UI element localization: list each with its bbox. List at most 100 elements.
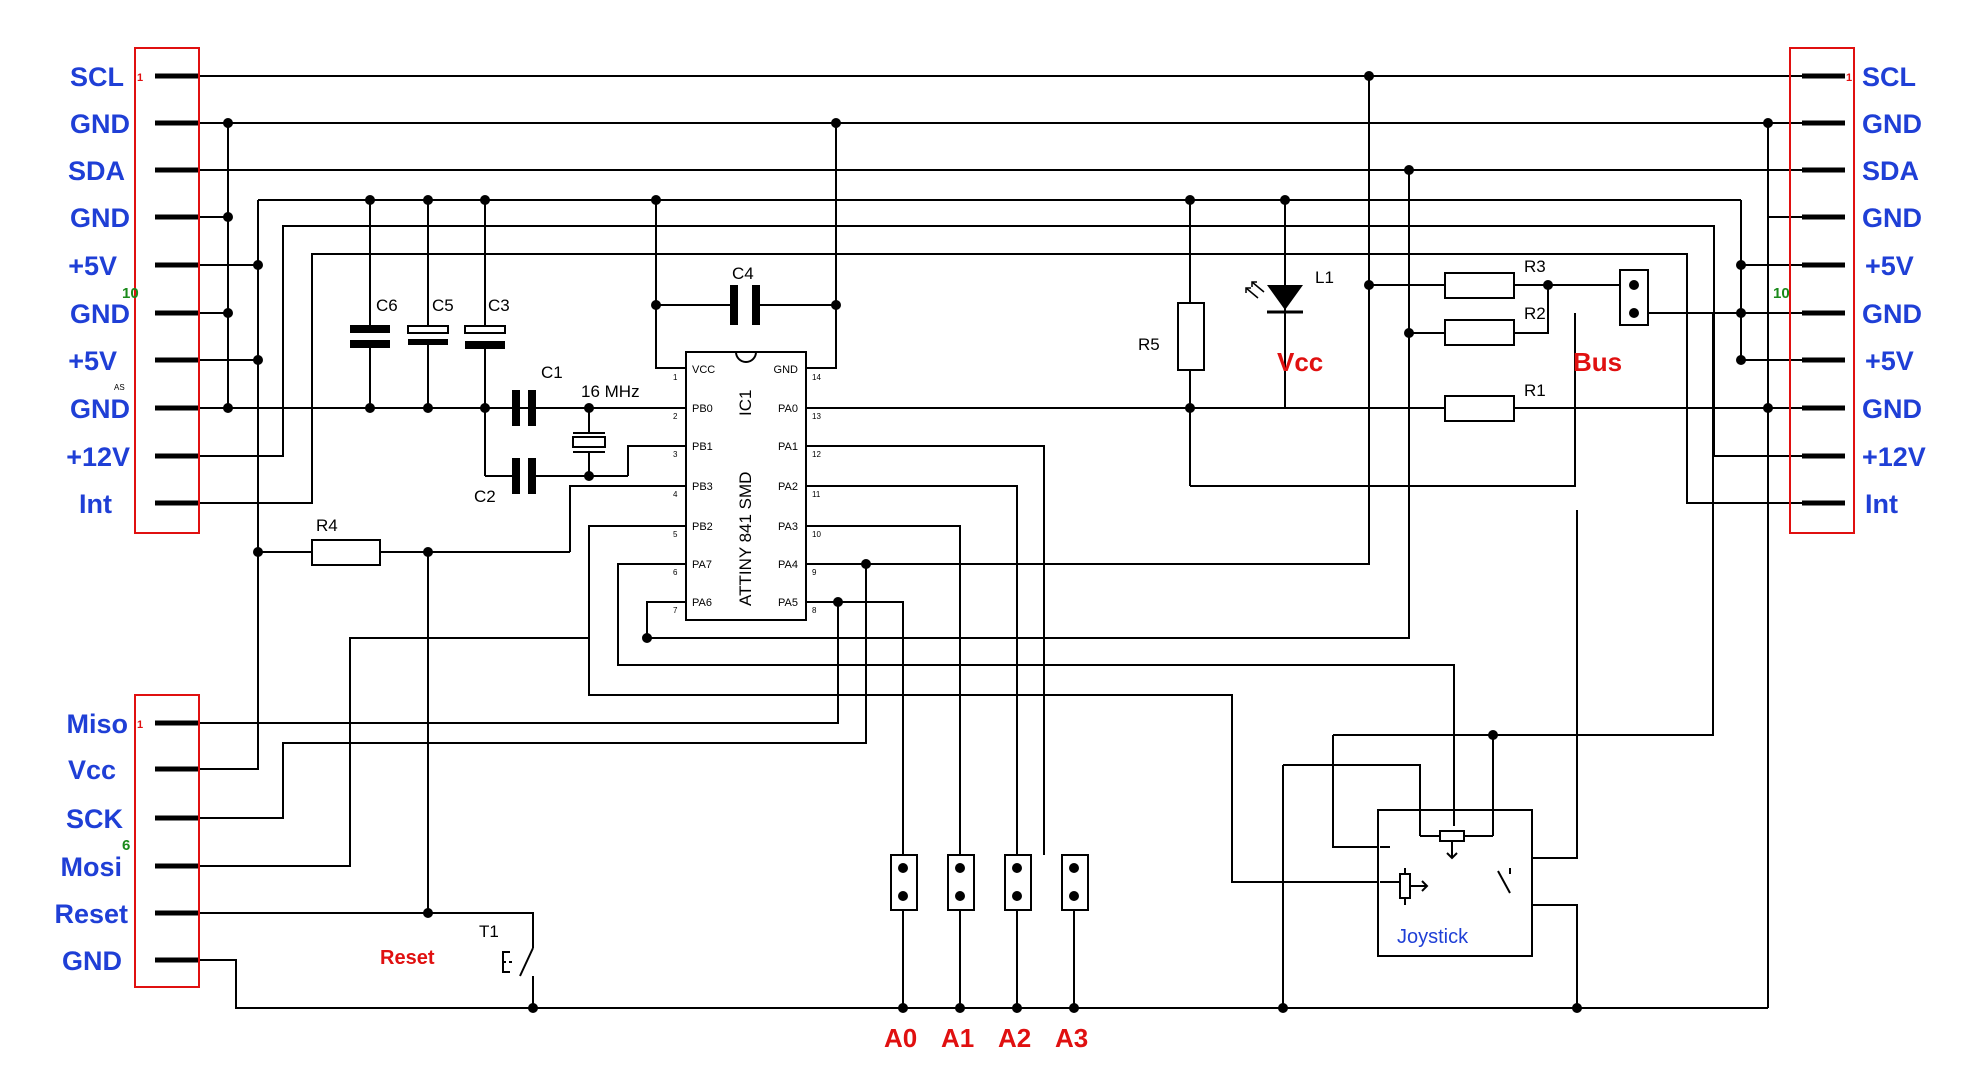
- ic-pin-number: 3: [673, 450, 678, 459]
- ic-pin-number: 10: [812, 530, 821, 539]
- connector-label: +12V: [1862, 442, 1926, 472]
- jumper-a0: [890, 854, 918, 911]
- resistor-r1: R1: [1444, 381, 1546, 422]
- connector-mark: AS: [114, 383, 125, 392]
- connector-label: +5V: [68, 251, 117, 281]
- pin-number-last: 10: [122, 285, 139, 302]
- pin-number-first: 1: [1846, 72, 1852, 84]
- connector-right-top: 1 10 SCL GND SDA GND +5V GND +5V GND +12…: [1773, 47, 1926, 534]
- ic-pin-name: PB2: [692, 521, 713, 533]
- c6-label: C6: [376, 296, 398, 315]
- connector-label: Int: [1865, 489, 1898, 519]
- connector-label: +5V: [1865, 251, 1914, 281]
- pin-number-first: 1: [137, 719, 143, 731]
- connector-label: GND: [1862, 394, 1922, 424]
- pin-number-last: 10: [1773, 285, 1790, 302]
- c1-label: C1: [541, 363, 563, 382]
- connector-label: Mosi: [60, 852, 122, 882]
- connector-label: GND: [62, 946, 122, 976]
- connector-label: SCK: [66, 804, 124, 834]
- connector-label: SCL: [70, 62, 124, 92]
- r3-label: R3: [1524, 257, 1546, 276]
- connector-label: SCL: [1862, 62, 1916, 92]
- a3-label: A3: [1055, 1023, 1088, 1053]
- connector-label: GND: [1862, 109, 1922, 139]
- a1-label: A1: [941, 1023, 974, 1053]
- connector-label: GND: [70, 394, 130, 424]
- jumper-a2: [1004, 854, 1032, 911]
- a0-label: A0: [884, 1023, 917, 1053]
- connector-isp: 1 6 Miso Vcc SCK Mosi Reset GND: [54, 694, 200, 988]
- ic-pin-number: 6: [673, 568, 678, 577]
- ic-pin-name: PA3: [778, 521, 798, 533]
- capacitor-c1: C1: [512, 363, 563, 426]
- l1-label: L1: [1315, 268, 1334, 287]
- pin-number-first: 1: [137, 72, 143, 84]
- joystick: Joystick: [1377, 809, 1533, 957]
- ic-pin-number: 12: [812, 450, 821, 459]
- jumper-a1: [947, 854, 975, 911]
- ic-pin-name: PB3: [692, 481, 713, 493]
- ic-pin-name: PA1: [778, 441, 798, 453]
- connector-label: SDA: [68, 156, 125, 186]
- ic-pin-number: 9: [812, 568, 817, 577]
- ic-pin-name: PA0: [778, 403, 798, 415]
- capacitor-c2: C2: [474, 458, 536, 506]
- led-l1: L1: [1245, 268, 1334, 314]
- resistor-r3: R3: [1444, 257, 1546, 299]
- connector-label: Int: [79, 489, 112, 519]
- ic-pin-name: PA6: [692, 597, 712, 609]
- reset-button-t1: T1: [479, 922, 534, 977]
- ic-name: ATTINY 841 SMD: [736, 472, 755, 606]
- ic-pin-number: 14: [812, 373, 821, 382]
- connector-label: +5V: [68, 346, 117, 376]
- ic-pin-name: PB1: [692, 441, 713, 453]
- ic-pin-number: 5: [673, 530, 678, 539]
- connector-label: Vcc: [68, 755, 116, 785]
- resistor-r4: R4: [311, 516, 381, 566]
- bus-label: Bus: [1573, 347, 1622, 377]
- joystick-label: Joystick: [1397, 926, 1469, 948]
- address-jumpers: [890, 854, 1089, 911]
- resistor-r5: R5: [1138, 302, 1205, 371]
- jumper-a3: [1061, 854, 1089, 911]
- ic-pin-name: GND: [774, 364, 799, 376]
- connector-label: GND: [70, 203, 130, 233]
- connector-label: GND: [70, 109, 130, 139]
- t1-label: T1: [479, 922, 499, 941]
- c5-label: C5: [432, 296, 454, 315]
- c3-label: C3: [488, 296, 510, 315]
- r2-label: R2: [1524, 304, 1546, 323]
- pin-number-last: 6: [122, 837, 130, 854]
- c4-label: C4: [732, 264, 754, 283]
- connector-label: SDA: [1862, 156, 1919, 186]
- ic-pin-number: 1: [673, 373, 678, 382]
- ic-pin-number: 11: [812, 490, 821, 499]
- r5-label: R5: [1138, 335, 1160, 354]
- ic-pin-number: 7: [673, 606, 678, 615]
- ic-pin-number: 4: [673, 490, 678, 499]
- junction-dots: [223, 71, 1773, 1013]
- connector-label: +5V: [1865, 346, 1914, 376]
- vcc-label: Vcc: [1277, 347, 1323, 377]
- r1-label: R1: [1524, 381, 1546, 400]
- wires: [198, 75, 1802, 1009]
- ic-pin-name: PA2: [778, 481, 798, 493]
- reset-label: Reset: [380, 947, 435, 969]
- bus-jumper: [1619, 269, 1649, 326]
- connector-label: Miso: [66, 709, 128, 739]
- capacitor-c5: C5: [407, 296, 454, 345]
- connector-label: GND: [1862, 203, 1922, 233]
- ic-pin-name: PA5: [778, 597, 798, 609]
- connector-left-top: 1 10 AS SCL GND SDA GND +5V GND +5V GND …: [66, 47, 200, 534]
- connector-label: GND: [1862, 299, 1922, 329]
- r4-label: R4: [316, 516, 338, 535]
- resistor-r2: R2: [1444, 304, 1546, 346]
- capacitor-c3: C3: [464, 296, 510, 349]
- capacitor-c6: C6: [350, 296, 398, 348]
- a2-label: A2: [998, 1023, 1031, 1053]
- connector-label: +12V: [66, 442, 130, 472]
- ic-ref: IC1: [736, 390, 755, 416]
- ic-pin-number: 2: [673, 412, 678, 421]
